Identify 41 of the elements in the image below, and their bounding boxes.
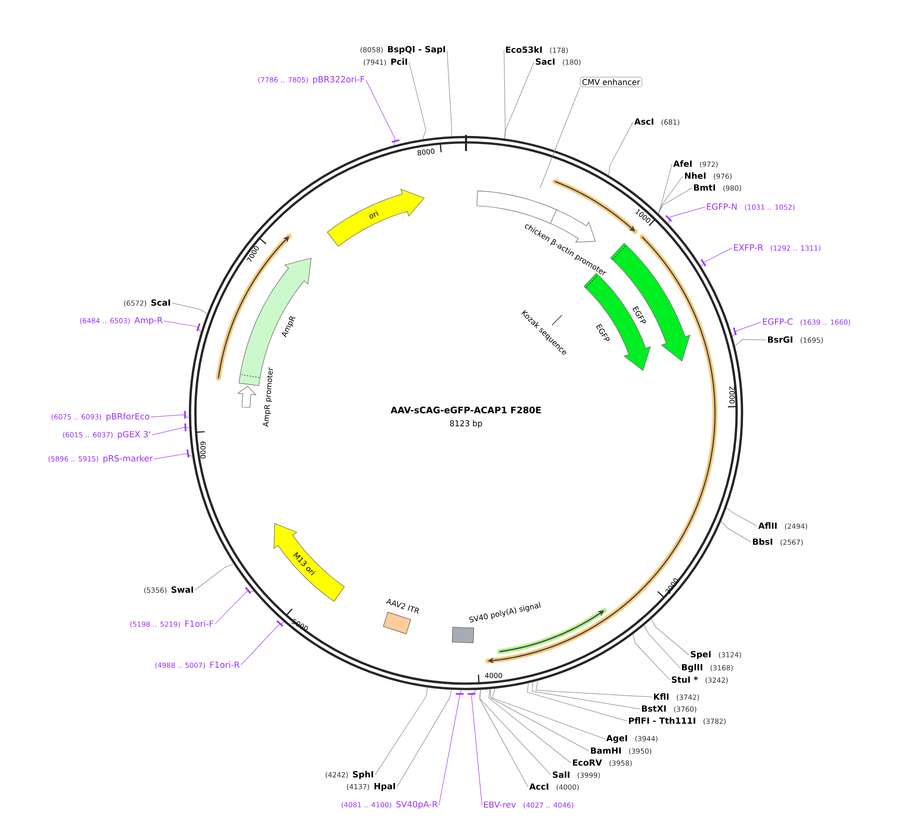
feature-label: CMV enhancer xyxy=(580,76,642,88)
leader-line xyxy=(194,564,234,590)
leader-line xyxy=(532,682,640,710)
leader-line xyxy=(668,206,706,224)
leader-line xyxy=(732,322,762,337)
leader-line xyxy=(374,687,428,776)
leader-line xyxy=(632,634,670,680)
leader-line xyxy=(366,80,396,146)
leader-line xyxy=(608,122,634,176)
leader-line xyxy=(396,690,452,788)
leader-line xyxy=(488,688,572,764)
leader-line xyxy=(720,521,752,542)
leader-line xyxy=(240,622,284,666)
leader-line xyxy=(651,618,690,656)
leader-line xyxy=(492,688,606,740)
leader-line xyxy=(504,62,534,139)
leader-line xyxy=(480,690,552,776)
leader-line xyxy=(214,590,254,624)
leader-line xyxy=(150,414,190,418)
plasmid-name: AAV-sCAG-eGFP-ACAP1 F280E xyxy=(390,406,541,414)
leader-line xyxy=(446,50,452,136)
leader-line xyxy=(152,427,190,436)
leader-line xyxy=(479,690,528,788)
leader-line xyxy=(726,508,758,526)
leader-line xyxy=(154,454,193,460)
leader-line xyxy=(471,690,482,806)
leader-line xyxy=(408,62,426,140)
leader-line xyxy=(438,690,462,806)
leader-line xyxy=(734,339,766,346)
leader-line xyxy=(700,248,732,266)
leader-line xyxy=(536,680,652,698)
leader-line xyxy=(527,682,628,722)
leader-line xyxy=(490,688,590,752)
leader-line xyxy=(540,86,580,188)
leader-line xyxy=(658,188,692,214)
plasmid-length: 8123 bp xyxy=(450,420,482,428)
leader-line xyxy=(658,164,672,214)
leader-line xyxy=(172,302,208,314)
leader-line xyxy=(658,176,684,214)
leader-line xyxy=(644,625,680,668)
leader-line xyxy=(164,320,202,332)
